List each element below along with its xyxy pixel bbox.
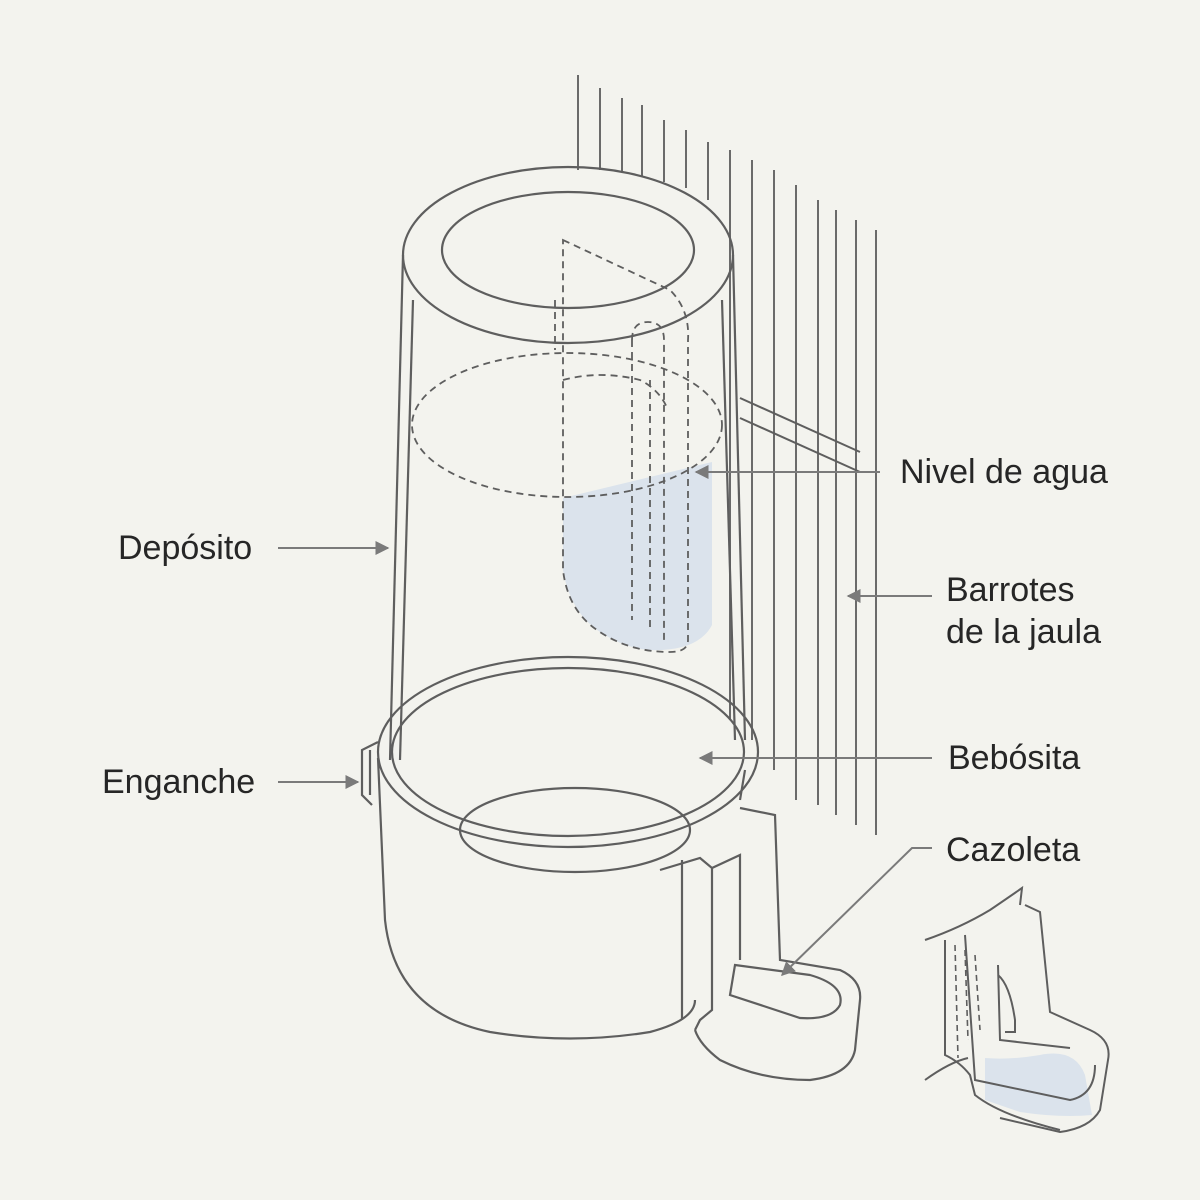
- side-hook: [360, 741, 379, 806]
- label-nivel-agua: Nivel de agua: [900, 453, 1108, 491]
- label-bebosita: Bebósita: [948, 739, 1081, 777]
- drinking-cup: [376, 655, 760, 1040]
- label-deposito: Depósito: [118, 529, 253, 567]
- leader-lines: [278, 465, 932, 976]
- label-cazoleta: Cazoleta: [946, 831, 1081, 869]
- cage-bars: [577, 75, 877, 835]
- water-fill: [563, 462, 712, 651]
- leader-cazoleta: [780, 847, 932, 976]
- internal-tube: [554, 238, 690, 653]
- water-level-outline: [411, 352, 723, 498]
- label-enganche: Enganche: [102, 763, 256, 801]
- inset-cross-section: [924, 885, 1110, 1134]
- spout: [659, 806, 862, 1082]
- reservoir: [388, 165, 747, 761]
- label-barrotes-line2: de la jaula: [946, 613, 1102, 651]
- label-barrotes-line1: Barrotes: [946, 571, 1075, 609]
- hook-strut: [739, 397, 861, 473]
